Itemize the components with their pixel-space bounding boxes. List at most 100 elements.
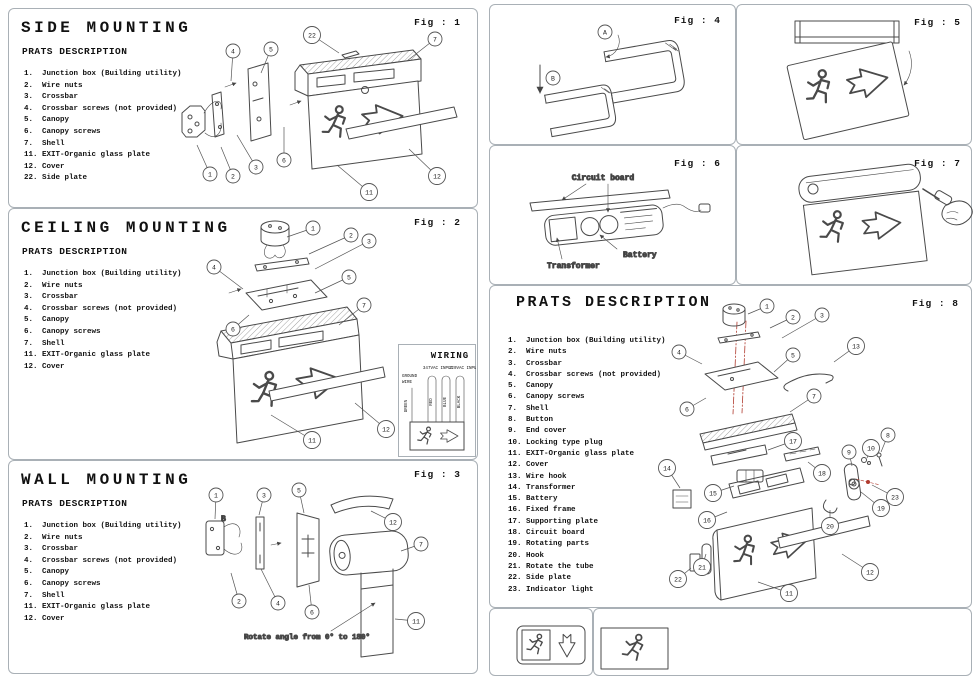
fig3-diagram: B [205,482,429,658]
panel-wall-mounting: WALL MOUNTING Fig : 3 PRATS DESCRIPTION … [8,460,478,674]
svg-text:11: 11 [412,618,420,625]
panel-title: SIDE MOUNTING [21,19,192,37]
parts-list: 1.Junction box (Building utility) 2.Wire … [24,269,182,373]
balloon-3: 3 [314,233,377,270]
part-item: 7.Shell [24,139,65,148]
svg-text:1: 1 [765,303,769,310]
balloon-11: 11 [757,581,798,602]
balloon-5: 5 [291,482,307,514]
transformer [548,216,578,243]
junction-box [205,520,243,556]
part-item: 7.Shell [24,591,65,600]
fig4-diagram: AB [536,24,685,138]
wiring-header-right: 120VAC INPUT [449,367,476,371]
balloon-3: 3 [256,487,272,516]
balloon-1: 1 [747,298,775,315]
svg-text:6: 6 [282,157,286,164]
part-item: 14.Transformer [508,483,576,492]
label-leader [555,237,563,260]
svg-text:19: 19 [877,505,885,512]
part-item: 7.Shell [508,404,549,413]
part-item: 12.Cover [24,614,65,623]
svg-text:12: 12 [866,569,874,576]
svg-text:7: 7 [362,302,366,309]
part-item: 16.Fixed frame [508,506,576,515]
wire-green-label: GREEN [405,399,409,412]
screw-arrow [224,82,237,88]
svg-text:2: 2 [349,232,353,239]
part-item: 4.Crossbar screws (not provided) [24,304,178,313]
battery-cell [580,217,600,237]
part-item: 20.Hook [508,551,545,560]
balloon-11: 11 [270,414,321,449]
balloon-17: 17 [767,432,802,451]
part-item: 2.Wire nuts [24,81,83,90]
part-item: 11.EXIT-Organic glass plate [24,603,151,612]
wiring-title: WIRING [431,351,469,361]
parts-heading: PRATS DESCRIPTION [22,46,128,57]
svg-text:4: 4 [212,264,216,271]
junction-box [260,220,290,259]
circuit-board-label: Circuit board [572,174,635,183]
svg-text:A: A [603,29,607,36]
button-screw [876,452,883,467]
fig-label: Fig : 7 [914,158,961,169]
svg-text:5: 5 [347,274,351,281]
part-item: 21.Rotate the tube [508,562,594,571]
fig-label: Fig : 6 [674,158,721,169]
screw-arrow [289,100,302,106]
svg-text:2: 2 [231,173,235,180]
wiring-ground-1: GROUND [402,375,418,379]
part-item: 11.EXIT-Organic glass plate [508,449,635,458]
part-item: 9.End cover [508,427,567,436]
balloon-7: 7 [400,536,429,552]
svg-text:12: 12 [433,173,441,180]
wires [662,203,702,212]
balloon-14: 14 [658,459,681,489]
svg-text:1: 1 [208,171,212,178]
part-item: 6.Canopy screws [24,127,101,136]
panel-title: CEILING MOUNTING [21,219,231,237]
wiring-ground-2: WIRE [402,381,413,385]
rotate-arrow-a [605,34,620,59]
balloon-6: 6 [304,584,320,620]
part-item: 13.Wire hook [508,472,567,481]
balloon-5: 5 [314,269,357,294]
exit-glass-plate [786,41,910,141]
part-item: 10.Locking type plug [508,438,603,447]
shell-channel-lower [544,84,617,138]
wiring-header-left: 347VAC INPUT [423,367,454,371]
panel-fig6: Fig : 6 Circuit board [489,145,736,285]
connector [698,203,711,213]
svg-text:3: 3 [367,238,371,245]
part-item: 1.Junction box (Building utility) [24,270,182,278]
parts-list: 1.Junction box (Building utility)2.Wire … [24,69,182,185]
part-item: 12.Cover [24,362,65,371]
canopy [296,512,320,588]
balloon-23: 23 [871,484,904,506]
balloon-6: 6 [276,127,292,168]
svg-text:21: 21 [698,564,706,571]
part-item: 19.Rotating parts [508,540,590,549]
balloon-6: 6 [225,314,250,337]
svg-text:1: 1 [311,225,315,232]
part-item: 11.EXIT-Organic glass plate [24,151,151,160]
parts-heading: PRATS DESCRIPTION [22,498,128,509]
cover-bar [529,189,671,212]
part-item: 5.Canopy [508,382,554,391]
part-item: 15.Battery [508,495,558,504]
panel-pictogram-right [593,608,972,676]
shell [216,306,360,360]
part-item: 2.Wire nuts [24,281,83,290]
svg-text:3: 3 [820,312,824,319]
fig-label: Fig : 2 [414,217,461,228]
transformer-label: Transformer [547,262,600,271]
part-item: 3.Crossbar [24,293,79,302]
balloon-B: B [545,70,561,86]
label-leader [561,183,587,201]
part-item: 5.Canopy [24,116,70,125]
part-item: 22.Side plate [508,574,572,583]
battery-label: Battery [623,251,657,260]
exit-glass-plate [360,568,394,658]
balloon-A: A [597,24,613,40]
